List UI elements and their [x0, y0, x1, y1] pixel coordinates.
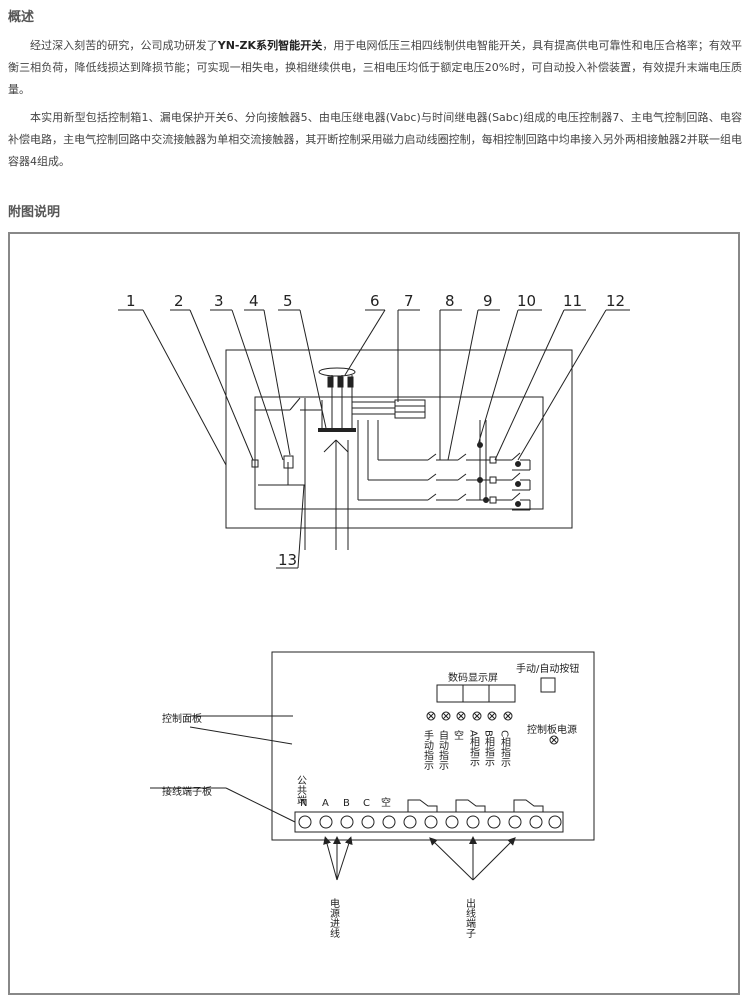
terminal-n: N: [300, 798, 307, 809]
indicator-auto: 自动指示: [437, 729, 449, 770]
panel-labels: 控制面板 接线端子板 数码显示屏 手动/自动按钮 控制板电源 N A B C 空: [162, 662, 579, 809]
terminal-c: C: [363, 798, 370, 809]
terminal-1: [251, 459, 259, 468]
output-contacts: [489, 452, 531, 511]
terminal-b: B: [343, 798, 350, 809]
overview-text-b: ，用于电网低压三相四线制供电智能开关，具有提高供电可靠性和电压合格率；有效平衡三…: [8, 39, 742, 96]
terminal-screws: [298, 815, 562, 829]
label-6: 6: [370, 292, 380, 310]
label-12: 12: [606, 292, 625, 310]
label-7: 7: [404, 292, 414, 310]
label-5: 5: [283, 292, 293, 310]
label-10: 10: [517, 292, 536, 310]
current-transformer: [318, 367, 356, 377]
power-in-label: 电源进线: [328, 897, 340, 938]
label-9: 9: [483, 292, 493, 310]
display-label: 数码显示屏: [448, 671, 498, 684]
indicator-empty: 空: [452, 729, 464, 740]
indicator-lamps: [426, 711, 559, 745]
leader-lines: [118, 309, 630, 569]
overview-title: 概述: [8, 10, 35, 25]
indicator-manual: 手动指示: [422, 729, 434, 770]
figure-frame: [8, 232, 740, 995]
label-11: 11: [563, 292, 582, 310]
indicator-c: C相指示: [499, 730, 511, 767]
label-2: 2: [174, 292, 184, 310]
overview-paragraph-2: 本实用新型包括控制箱1、漏电保护开关6、分向接触器5、由电压继电器(Vabc)与…: [8, 111, 742, 168]
vertical-labels: 公共端 手动指示 自动指示 空 A相指示 B相指示 C相指示 电源进线 出线端子: [295, 729, 511, 938]
terminal-board-label: 接线端子板: [162, 785, 212, 798]
overview-paragraph-1: 经过深入刻苦的研究，公司成功研发了YN-ZK系列智能开关，用于电网低压三相四线制…: [8, 35, 742, 101]
label-13: 13: [278, 551, 297, 569]
indicator-a: A相指示: [468, 730, 480, 767]
terminal-a: A: [322, 798, 329, 809]
indicator-b: B相指示: [483, 730, 495, 767]
label-1: 1: [126, 292, 136, 310]
product-name: YN-ZK系列智能开关: [217, 39, 323, 52]
diagram-labels: 1 2 3 4 5 6 7 8 9 10 11 12 13: [126, 292, 625, 569]
common-terminal-label: 公共端: [295, 775, 307, 806]
digital-display: [436, 684, 516, 703]
overview-text-a: 经过深入刻苦的研究，公司成功研发了: [30, 39, 218, 52]
schematic-diagram: [118, 309, 630, 569]
manual-auto-button-box: [540, 677, 556, 693]
phase-lines: [304, 375, 353, 550]
voltage-controller: [394, 399, 426, 419]
board-power-label: 控制板电源: [527, 723, 577, 736]
label-4: 4: [249, 292, 259, 310]
label-8: 8: [445, 292, 455, 310]
terminal-empty: 空: [381, 796, 391, 809]
output-label: 出线端子: [464, 897, 476, 938]
control-panel-label: 控制面板: [162, 712, 202, 725]
control-box: [225, 349, 573, 529]
manual-auto-label: 手动/自动按钮: [516, 662, 579, 675]
control-rows: [357, 420, 490, 501]
figure-section-title: 附图说明: [8, 205, 61, 220]
label-3: 3: [214, 292, 224, 310]
inner-circuit: [254, 396, 544, 510]
leakage-switch: [289, 397, 301, 411]
panel-diagram: [150, 651, 595, 881]
